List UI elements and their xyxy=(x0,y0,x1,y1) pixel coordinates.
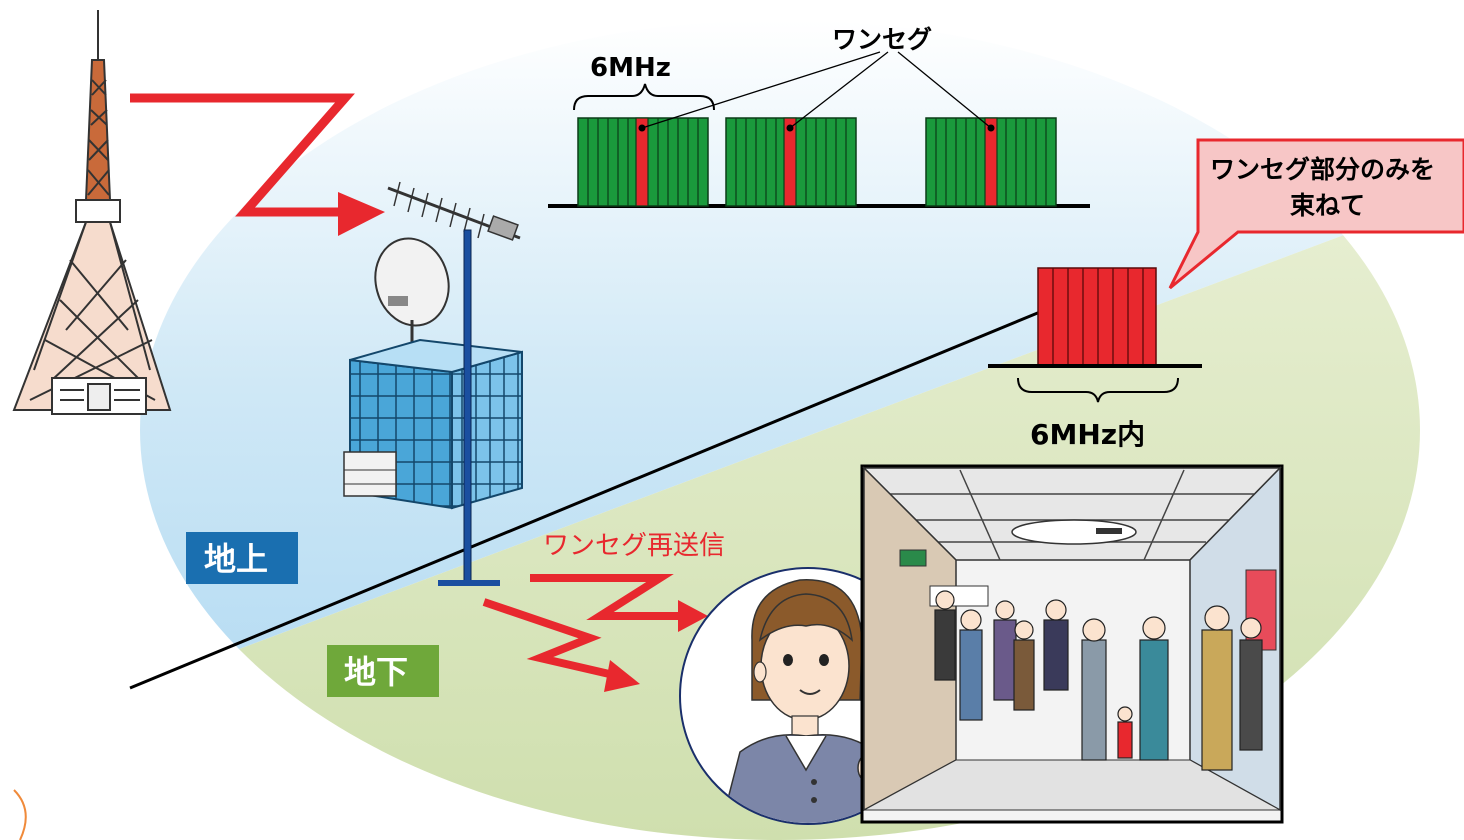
bundled-oneseg-block xyxy=(988,267,1202,403)
bandwidth-brace xyxy=(573,83,715,111)
ground-divider-line xyxy=(129,310,1041,690)
underground-badge xyxy=(327,645,439,697)
retransmit-signal-arrow-2 xyxy=(482,598,640,692)
channel-block-3 xyxy=(925,117,1057,207)
tv-tower-icon xyxy=(12,10,172,415)
ground-badge-text: 地上 xyxy=(204,540,268,578)
underground-badge-text: 地下 xyxy=(344,653,408,691)
oneseg-leader-lines xyxy=(641,51,992,129)
decorative-arc xyxy=(13,789,27,840)
ground-badge xyxy=(186,532,298,584)
oneseg-label: ワンセグ xyxy=(832,25,932,54)
building-icon xyxy=(343,181,523,510)
bandwidth-label: 6MHz xyxy=(590,53,671,83)
callout-line-1: ワンセグ部分のみを xyxy=(1210,155,1435,184)
spectrum-channels xyxy=(548,51,1090,208)
result-bandwidth-label: 6MHz内 xyxy=(1030,418,1145,451)
retransmit-label: ワンセグ再送信 xyxy=(543,531,725,561)
channel-block-2 xyxy=(725,117,857,207)
result-brace xyxy=(1017,377,1179,403)
callout-line-2: 束ねて xyxy=(1290,191,1365,220)
retransmit-antenna-mast xyxy=(438,229,500,586)
channel-block-1 xyxy=(577,117,709,207)
callout-bubble xyxy=(1168,138,1464,290)
retransmit-signal-arrow-1 xyxy=(530,574,708,632)
broadcast-signal-arrow xyxy=(130,93,385,236)
underground-mall-scene-image xyxy=(860,464,1284,824)
